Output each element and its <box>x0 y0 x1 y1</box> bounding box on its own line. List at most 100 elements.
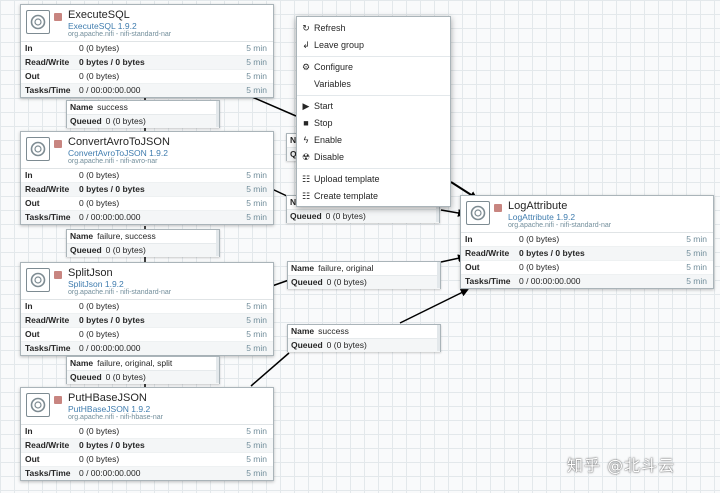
stat-value: 0 bytes / 0 bytes <box>79 315 145 325</box>
stat-row-read-write: Read/Write 0 bytes / 0 bytes 5 min <box>461 247 713 261</box>
processor-icon <box>26 10 50 34</box>
processor-name: LogAttribute <box>508 200 568 212</box>
stat-label: Tasks/Time <box>25 343 71 353</box>
connection-queued: 0 (0 bytes) <box>105 116 146 126</box>
menu-item-configure[interactable]: ⚙ Configure <box>297 59 450 76</box>
stat-value: 0 (0 bytes) <box>519 262 560 272</box>
menu-item-leave-group[interactable]: ↲ Leave group <box>297 37 450 54</box>
stat-label: Out <box>25 454 40 464</box>
connection-queued: 0 (0 bytes) <box>326 340 367 350</box>
stat-label: Tasks/Time <box>25 85 71 95</box>
stat-row-tasks-time: Tasks/Time 0 / 00:00:00.000 5 min <box>21 342 273 355</box>
menu-item-stop[interactable]: ■ Stop <box>297 115 450 132</box>
connection-queued: 0 (0 bytes) <box>105 245 146 255</box>
stat-label: In <box>25 426 33 436</box>
stat-row-in: In 0 (0 bytes) 5 min <box>21 42 273 56</box>
connection-name-key: Name <box>291 263 315 273</box>
stat-value: 0 (0 bytes) <box>79 43 120 53</box>
stat-window: 5 min <box>246 198 267 208</box>
stat-value: 0 (0 bytes) <box>79 329 120 339</box>
stat-value: 0 bytes / 0 bytes <box>79 184 145 194</box>
menu-item-start[interactable]: ▶ Start <box>297 98 450 115</box>
stat-row-tasks-time: Tasks/Time 0 / 00:00:00.000 5 min <box>21 84 273 97</box>
processor-bundle: org.apache.nifi - nifi-hbase-nar <box>68 414 163 421</box>
processor-split-json[interactable]: SplitJson SplitJson 1.9.2 org.apache.nif… <box>20 262 274 356</box>
refresh-icon: ↻ <box>302 23 310 33</box>
processor-type: ExecuteSQL 1.9.2 <box>68 21 137 31</box>
menu-item-upload-template[interactable]: ☷ Upload template <box>297 171 450 188</box>
processor-execute-sql[interactable]: ExecuteSQL ExecuteSQL 1.9.2 org.apache.n… <box>20 4 274 98</box>
processor-type: LogAttribute 1.9.2 <box>508 212 576 222</box>
processor-put-hbase-json[interactable]: PutHBaseJSON PutHBaseJSON 1.9.2 org.apac… <box>20 387 274 481</box>
stat-label: Out <box>25 71 40 81</box>
create-template-icon: ☷ <box>301 191 311 201</box>
stat-value: 0 / 00:00:00.000 <box>79 85 141 95</box>
stat-window: 5 min <box>246 184 267 194</box>
stat-row-out: Out 0 (0 bytes) 5 min <box>21 328 273 342</box>
watermark: 知乎 @北斗云 <box>567 456 676 475</box>
stat-label: Tasks/Time <box>25 468 71 478</box>
connection-line[interactable] <box>251 96 297 117</box>
processor-bundle: org.apache.nifi - nifi-standard-nar <box>508 222 612 229</box>
stat-label: In <box>25 301 33 311</box>
stat-value: 0 / 00:00:00.000 <box>79 212 141 222</box>
processor-name: SplitJson <box>68 267 113 279</box>
context-menu: ↻ Refresh ↲ Leave group ⚙ Configure Vari… <box>296 16 451 207</box>
stat-window: 5 min <box>686 248 707 258</box>
stat-value: 0 (0 bytes) <box>79 426 120 436</box>
menu-item-label: Refresh <box>314 23 346 33</box>
connection-line[interactable] <box>399 289 469 324</box>
connection-line[interactable] <box>271 279 290 287</box>
stat-window: 5 min <box>246 43 267 53</box>
stat-label: Out <box>465 262 480 272</box>
stat-row-tasks-time: Tasks/Time 0 / 00:00:00.000 5 min <box>21 467 273 480</box>
processor-convert-avro-to-json[interactable]: ConvertAvroToJSON ConvertAvroToJSON 1.9.… <box>20 131 274 225</box>
connection-name-key: Name <box>291 326 315 336</box>
processor-bundle: org.apache.nifi - nifi-avro-nar <box>68 158 158 165</box>
menu-item-label: Configure <box>314 62 354 72</box>
stat-window: 5 min <box>246 315 267 325</box>
menu-item-disable[interactable]: ☢ Disable <box>297 149 450 166</box>
stat-row-tasks-time: Tasks/Time 0 / 00:00:00.000 5 min <box>21 211 273 224</box>
processor-type: ConvertAvroToJSON 1.9.2 <box>68 148 168 158</box>
processor-type: PutHBaseJSON 1.9.2 <box>68 404 151 414</box>
stat-row-read-write: Read/Write 0 bytes / 0 bytes 5 min <box>21 314 273 328</box>
queue-bar <box>437 262 440 288</box>
connection-name: failure, original, split <box>97 358 173 368</box>
connection-queued: 0 (0 bytes) <box>105 372 146 382</box>
menu-item-variables[interactable]: Variables <box>297 76 450 93</box>
queue-bar <box>216 230 219 256</box>
processor-icon <box>26 393 50 417</box>
menu-item-label: Create template <box>314 191 379 201</box>
menu-item-refresh[interactable]: ↻ Refresh <box>297 20 450 37</box>
menu-item-create-template[interactable]: ☷ Create template <box>297 188 450 205</box>
stat-label: In <box>25 170 33 180</box>
stat-value: 0 (0 bytes) <box>79 198 120 208</box>
stat-label: Out <box>25 198 40 208</box>
stat-value: 0 / 00:00:00.000 <box>519 276 581 286</box>
stat-window: 5 min <box>246 170 267 180</box>
stat-label: Out <box>25 329 40 339</box>
stat-window: 5 min <box>246 329 267 339</box>
processor-log-attribute[interactable]: LogAttribute LogAttribute 1.9.2 org.apac… <box>460 195 714 289</box>
stat-window: 5 min <box>246 426 267 436</box>
gear-icon: ⚙ <box>301 62 311 72</box>
connection-line[interactable] <box>250 352 290 387</box>
queue-bar <box>216 357 219 383</box>
stat-row-in: In 0 (0 bytes) 5 min <box>21 300 273 314</box>
stat-row-read-write: Read/Write 0 bytes / 0 bytes 5 min <box>21 439 273 453</box>
connection-queued-key: Queued <box>291 340 323 350</box>
stat-row-in: In 0 (0 bytes) 5 min <box>21 425 273 439</box>
connection-queued-key: Queued <box>70 116 102 126</box>
queue-bar <box>437 325 440 351</box>
stat-row-out: Out 0 (0 bytes) 5 min <box>21 70 273 84</box>
menu-item-enable[interactable]: ϟ Enable <box>297 132 450 149</box>
connection-queued-key: Queued <box>291 277 323 287</box>
stat-window: 5 min <box>246 301 267 311</box>
stopped-status-icon <box>54 396 62 404</box>
